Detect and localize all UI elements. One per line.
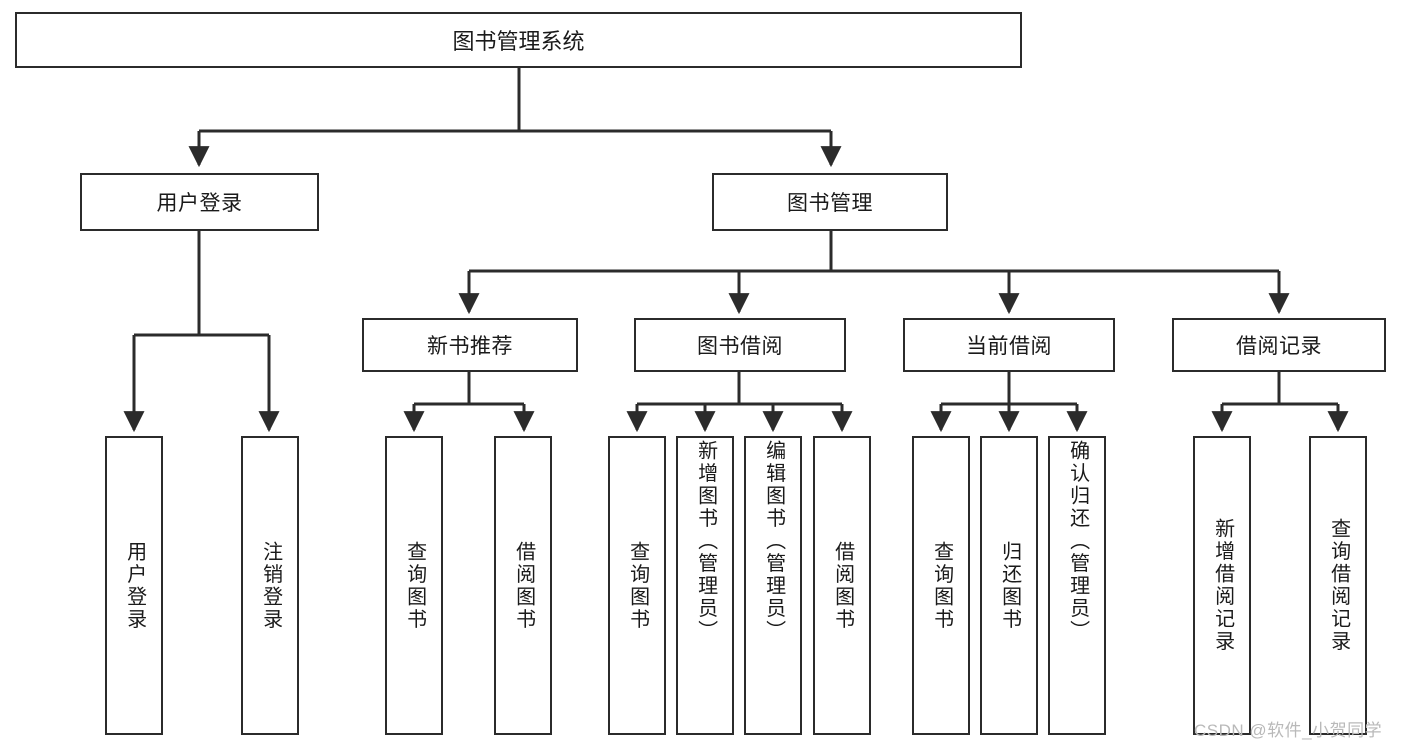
leaf-borrow-query-book[interactable]: 查询图书 xyxy=(608,436,666,735)
leaf-current-confirm-return-admin[interactable]: 确认归还（管理员） xyxy=(1048,436,1106,735)
leaf-label: 新增借阅记录 xyxy=(1211,518,1234,653)
leaf-label: 查询图书 xyxy=(403,540,426,631)
leaf-new-book-borrow-book[interactable]: 借阅图书 xyxy=(494,436,552,735)
leaf-label: 注销登录 xyxy=(259,540,282,631)
leaf-borrow-edit-book-admin[interactable]: 编辑图书（管理员） xyxy=(744,436,802,735)
csdn-watermark: CSDN @软件_小贺同学 xyxy=(1194,721,1383,740)
leaf-label: 归还图书 xyxy=(998,540,1021,631)
node-user-login[interactable]: 用户登录 xyxy=(80,173,319,231)
leaf-new-book-query-book[interactable]: 查询图书 xyxy=(385,436,443,735)
leaf-label: 查询图书 xyxy=(930,540,953,631)
node-new-book-recommend[interactable]: 新书推荐 xyxy=(362,318,578,372)
leaf-label: 借阅图书 xyxy=(831,540,854,631)
leaf-user-login-login[interactable]: 用户登录 xyxy=(105,436,163,735)
leaf-record-query-record[interactable]: 查询借阅记录 xyxy=(1309,436,1367,735)
leaf-borrow-add-book-admin[interactable]: 新增图书（管理员） xyxy=(676,436,734,735)
leaf-label: 用户登录 xyxy=(123,540,146,631)
node-book-borrow[interactable]: 图书借阅 xyxy=(634,318,846,372)
node-borrow-record[interactable]: 借阅记录 xyxy=(1172,318,1386,372)
leaf-label: 查询图书 xyxy=(626,540,649,631)
leaf-current-return-book[interactable]: 归还图书 xyxy=(980,436,1038,735)
node-current-borrow[interactable]: 当前借阅 xyxy=(903,318,1115,372)
leaf-current-query-book[interactable]: 查询图书 xyxy=(912,436,970,735)
leaf-label: 确认归还（管理员） xyxy=(1066,440,1089,643)
leaf-label: 编辑图书（管理员） xyxy=(762,440,785,643)
leaf-label: 查询借阅记录 xyxy=(1327,518,1350,653)
leaf-borrow-borrow-book[interactable]: 借阅图书 xyxy=(813,436,871,735)
leaf-label: 借阅图书 xyxy=(512,540,535,631)
leaf-user-login-logout[interactable]: 注销登录 xyxy=(241,436,299,735)
leaf-label: 新增图书（管理员） xyxy=(694,440,717,643)
node-root-system[interactable]: 图书管理系统 xyxy=(15,12,1022,68)
leaf-record-add-record[interactable]: 新增借阅记录 xyxy=(1193,436,1251,735)
node-book-management[interactable]: 图书管理 xyxy=(712,173,948,231)
